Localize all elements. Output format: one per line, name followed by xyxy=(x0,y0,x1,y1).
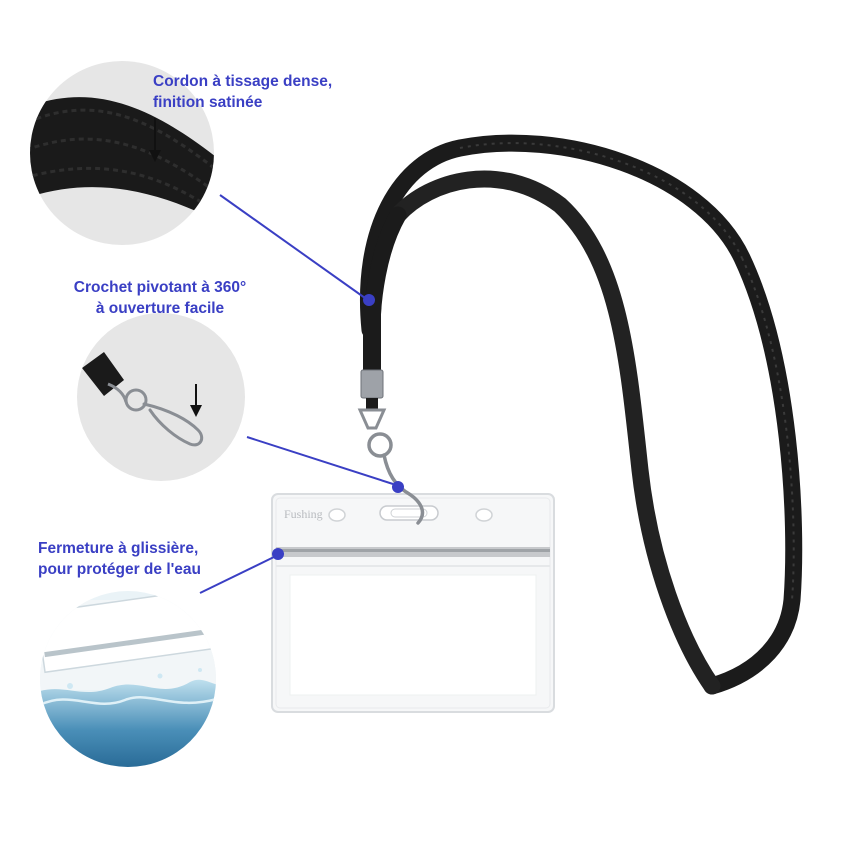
callout-zipper-line-1: Fermeture à glissière, xyxy=(38,540,199,557)
badge-brand-text: Fushing xyxy=(284,507,323,521)
detail-circle-water xyxy=(40,591,216,767)
connector-line-cord xyxy=(219,194,366,299)
badge-holder xyxy=(271,493,555,713)
detail-circle-hook xyxy=(77,313,245,481)
callout-hook: Crochet pivotant à 360° à ouverture faci… xyxy=(62,277,258,319)
callout-cord-line-2: finition satinée xyxy=(153,94,263,111)
connector-line-zipper xyxy=(199,555,277,594)
callout-connectors xyxy=(199,194,404,594)
callout-zipper-line-2: pour protéger de l'eau xyxy=(38,561,202,578)
callout-cord: Cordon à tissage dense, finition satinée xyxy=(153,71,332,113)
lanyard-cord xyxy=(360,134,803,695)
metal-crimp xyxy=(357,369,387,430)
connector-dot-hook xyxy=(392,481,404,493)
connector-dot-cord xyxy=(363,294,375,306)
callout-cord-line-1: Cordon à tissage dense, xyxy=(153,73,333,90)
connector-dot-zipper xyxy=(272,548,284,560)
callout-zipper: Fermeture à glissière, pour protéger de … xyxy=(38,538,201,580)
connector-line-hook xyxy=(246,436,394,485)
callout-hook-line-2: à ouverture facile xyxy=(95,300,225,317)
detail-circle-cord xyxy=(30,61,214,245)
callout-hook-line-1: Crochet pivotant à 360° xyxy=(73,279,247,296)
